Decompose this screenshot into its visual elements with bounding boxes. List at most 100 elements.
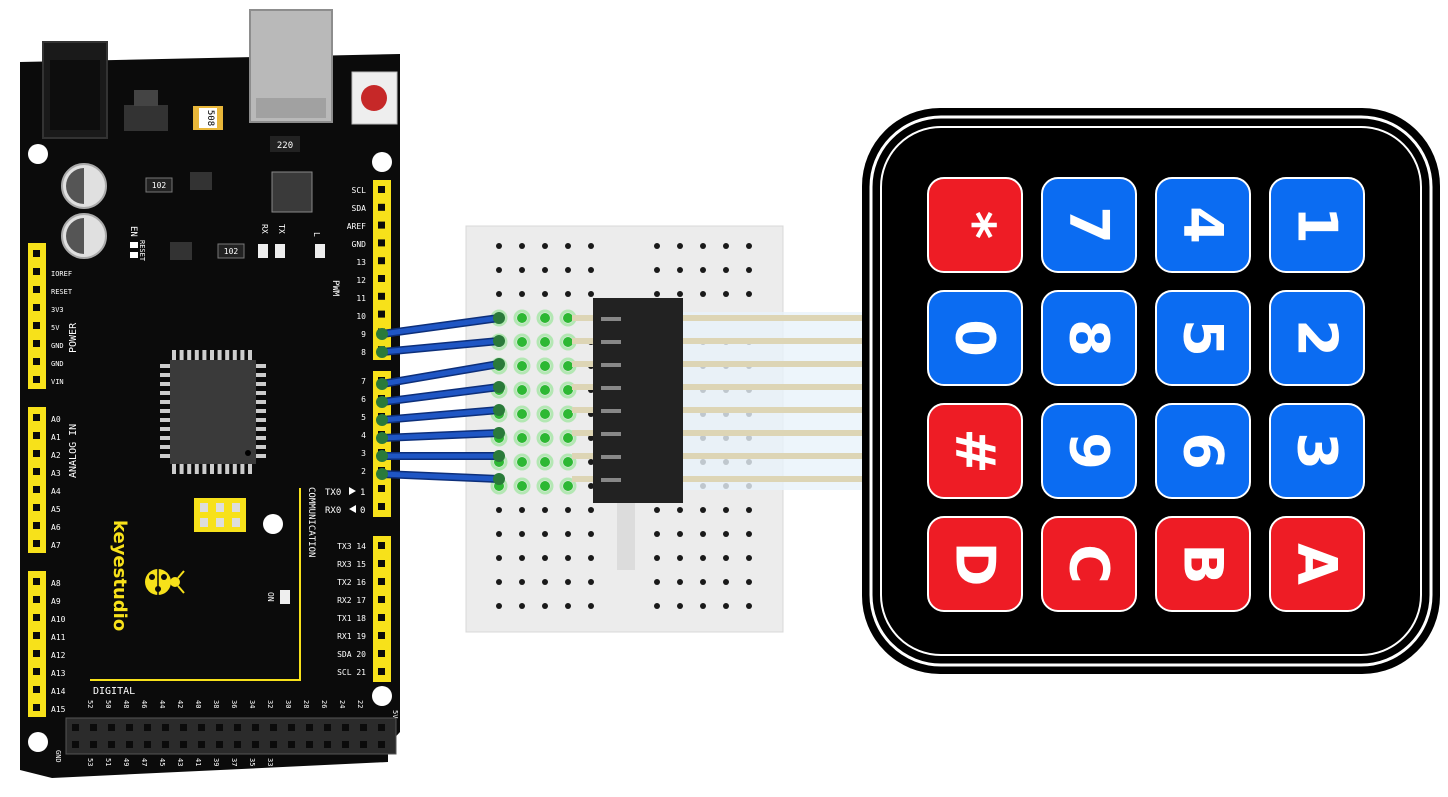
- pin-label: 45: [158, 758, 166, 766]
- pin-label: 48: [122, 700, 130, 708]
- pin-label: 2: [361, 467, 366, 476]
- header-pin: [252, 741, 259, 748]
- header-pin: [378, 560, 385, 567]
- keypad-key-3[interactable]: 3: [1269, 403, 1365, 499]
- header-pin: [33, 432, 40, 439]
- pin-label: 30: [284, 700, 292, 708]
- pwm-label: PWM: [330, 280, 340, 297]
- header-pin: [33, 286, 40, 293]
- breadboard-hole: [654, 507, 660, 513]
- header-pin: [270, 724, 277, 731]
- pin-label: A10: [51, 615, 66, 624]
- header-pin: [180, 724, 187, 731]
- header-analog: [28, 407, 46, 553]
- keypad-key-C[interactable]: C: [1041, 516, 1137, 612]
- header-pin: [33, 668, 40, 675]
- pin-label: 51: [104, 758, 112, 766]
- keypad-key-*[interactable]: *: [927, 177, 1023, 273]
- chip-label-1: 102: [152, 181, 167, 190]
- serial-rx0-num: 0: [360, 506, 365, 516]
- communication-title: COMMUNICATION: [306, 487, 316, 557]
- keypad-key-B[interactable]: B: [1155, 516, 1251, 612]
- keypad-key-9[interactable]: 9: [1041, 403, 1137, 499]
- pin-label: AREF: [347, 222, 366, 231]
- pin-label: 6: [361, 395, 366, 404]
- breadboard-hole: [542, 579, 548, 585]
- pin-label: A9: [51, 597, 61, 606]
- breadboard-hole: [700, 507, 706, 513]
- label-rx: RX: [260, 224, 269, 234]
- label-l: L: [312, 232, 321, 237]
- header-pin: [33, 650, 40, 657]
- pin-label: RX2 17: [337, 596, 366, 605]
- breadboard-hole: [519, 291, 525, 297]
- keypad-key-label: 8: [1058, 319, 1121, 357]
- header-pin: [33, 358, 40, 365]
- keypad-key-8[interactable]: 8: [1041, 290, 1137, 386]
- breadboard-hole: [519, 603, 525, 609]
- pin-label: A0: [51, 415, 61, 424]
- pin-label: IOREF: [51, 270, 72, 278]
- led-l: [315, 244, 325, 258]
- header-pin: [33, 614, 40, 621]
- pin-label: 35: [248, 758, 256, 766]
- ribbon-wire: [572, 338, 862, 344]
- header-pin: [234, 724, 241, 731]
- header-digital-bottom: [65, 717, 397, 755]
- header-pin: [162, 741, 169, 748]
- mount-hole: [263, 514, 283, 534]
- brand-name: keyestudio: [109, 520, 130, 631]
- breadboard-hole: [519, 267, 525, 273]
- breadboard-hole: [588, 243, 594, 249]
- header-pin: [33, 522, 40, 529]
- keypad-key-5[interactable]: 5: [1155, 290, 1251, 386]
- header-pin: [162, 724, 169, 731]
- breadboard-hole: [565, 579, 571, 585]
- breadboard-hole: [540, 313, 550, 323]
- small-chip-2: [217, 243, 245, 259]
- header-pin: [216, 741, 223, 748]
- breadboard-hole: [496, 507, 502, 513]
- breadboard-hole: [542, 243, 548, 249]
- breadboard-hole: [565, 555, 571, 561]
- keypad-key-1[interactable]: 1: [1269, 177, 1365, 273]
- keypad-key-D[interactable]: D: [927, 516, 1023, 612]
- header-pin: [378, 310, 385, 318]
- header-pin: [33, 468, 40, 475]
- header-pin: [198, 741, 205, 748]
- breadboard-hole: [723, 603, 729, 609]
- header-pin: [324, 741, 331, 748]
- breadboard-hole: [540, 433, 550, 443]
- breadboard-hole: [746, 507, 752, 513]
- breadboard-hole: [519, 579, 525, 585]
- keypad-key-2[interactable]: 2: [1269, 290, 1365, 386]
- keypad-key-6[interactable]: 6: [1155, 403, 1251, 499]
- breadboard-hole: [588, 603, 594, 609]
- keypad-key-#[interactable]: #: [927, 403, 1023, 499]
- breadboard-hole: [700, 243, 706, 249]
- header-pin: [90, 741, 97, 748]
- pin-label: A7: [51, 541, 61, 550]
- header-pin: [33, 486, 40, 493]
- pin-label: 38: [212, 700, 220, 708]
- breadboard-hole: [563, 409, 573, 419]
- header-pin: [72, 724, 79, 731]
- header-pin: [33, 578, 40, 585]
- keypad-key-4[interactable]: 4: [1155, 177, 1251, 273]
- keypad-key-0[interactable]: 0: [927, 290, 1023, 386]
- breadboard-hole: [519, 507, 525, 513]
- pin-label: RX3 15: [337, 560, 366, 569]
- pin-label: A8: [51, 579, 61, 588]
- pin-label: 37: [230, 758, 238, 766]
- keypad-key-7[interactable]: 7: [1041, 177, 1137, 273]
- pin-label: 10: [356, 312, 366, 321]
- pin-label: 8: [361, 348, 366, 357]
- keypad-key-A[interactable]: A: [1269, 516, 1365, 612]
- header-pin: [378, 239, 385, 247]
- breadboard-hole: [588, 435, 594, 441]
- pin-label: A15: [51, 705, 66, 714]
- breadboard-hole: [654, 555, 660, 561]
- header-pin: [270, 741, 277, 748]
- pin-label: 32: [266, 700, 274, 708]
- pin-label: 52: [86, 700, 94, 708]
